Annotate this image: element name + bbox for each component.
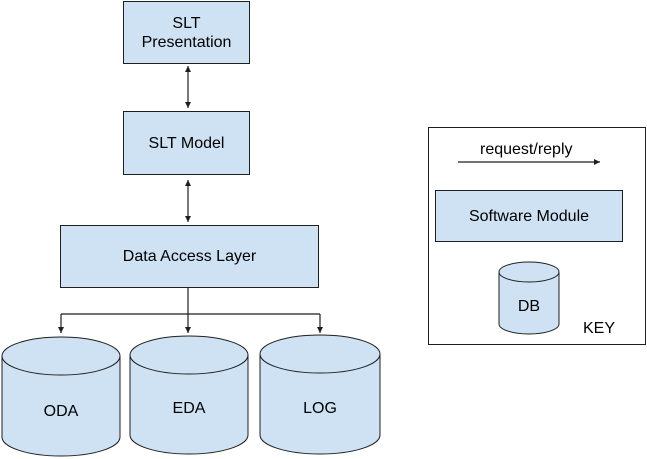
eda-database: EDA (129, 335, 249, 455)
eda-label: EDA (173, 400, 206, 417)
slt-presentation-module: SLT Presentation (123, 1, 250, 64)
data-access-layer-label: Data Access Layer (122, 248, 257, 265)
key-title: KEY (583, 320, 616, 337)
slt-presentation-label: SLT Presentation (141, 14, 232, 51)
oda-database: ODA (1, 336, 121, 457)
log-database: LOG (259, 334, 381, 455)
key-arrow-label: request/reply (480, 141, 573, 158)
key-software-module: Software Module (435, 190, 623, 242)
log-label: LOG (303, 400, 337, 417)
key-software-module-label: Software Module (468, 207, 590, 225)
slt-model-module: SLT Model (123, 111, 250, 175)
key-db-label: DB (518, 298, 540, 315)
data-access-layer-module: Data Access Layer (60, 225, 319, 288)
oda-label: ODA (44, 403, 79, 420)
slt-model-label: SLT Model (148, 134, 225, 152)
